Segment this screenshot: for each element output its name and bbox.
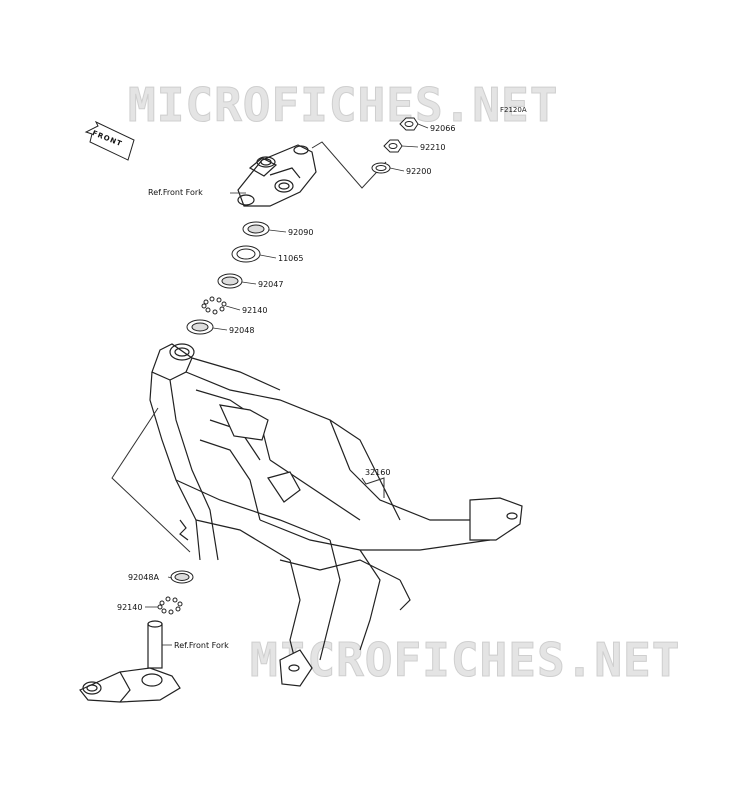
part-label-92140-top[interactable]: 92140: [242, 306, 268, 315]
part-label-92066[interactable]: 92066: [430, 124, 456, 133]
part-label-92090[interactable]: 92090: [288, 228, 314, 237]
part-label-32160[interactable]: 32160: [365, 468, 391, 477]
steering-stem: [79, 620, 181, 703]
leader-lines: [145, 123, 429, 646]
ref-front-fork-top[interactable]: Ref.Front Fork: [148, 188, 203, 197]
part-label-92200[interactable]: 92200: [406, 167, 432, 176]
upper-bracket: [237, 144, 317, 207]
washer-92200: [371, 162, 391, 174]
race-92048: [186, 319, 214, 335]
race-92047: [217, 273, 243, 289]
balls-92140-bottom: [157, 596, 183, 615]
part-label-92048A[interactable]: 92048A: [128, 573, 159, 582]
cap-11065: [231, 245, 261, 263]
seal-92090: [242, 221, 270, 237]
bracket-leader: [311, 141, 387, 189]
main-frame: [149, 343, 523, 687]
part-label-92047[interactable]: 92047: [258, 280, 284, 289]
part-label-92140-bottom[interactable]: 92140: [117, 603, 143, 612]
lower-bracket-line: [111, 407, 191, 553]
front-arrow-icon: [84, 120, 135, 161]
stem-nut: [399, 117, 419, 131]
part-label-92048[interactable]: 92048: [229, 326, 255, 335]
race-92048A: [170, 570, 194, 584]
ref-front-fork-bottom[interactable]: Ref.Front Fork: [174, 641, 229, 650]
balls-92140-top: [201, 296, 227, 315]
locknut: [383, 139, 403, 153]
watermark-top: MICROFICHES.NET: [127, 78, 559, 133]
watermark-bottom: MICROFICHES.NET: [249, 633, 681, 688]
part-label-11065[interactable]: 11065: [278, 254, 304, 263]
diagram-code: F2120A: [500, 106, 527, 114]
frame-leader: [361, 477, 385, 498]
part-label-92210[interactable]: 92210: [420, 143, 446, 152]
